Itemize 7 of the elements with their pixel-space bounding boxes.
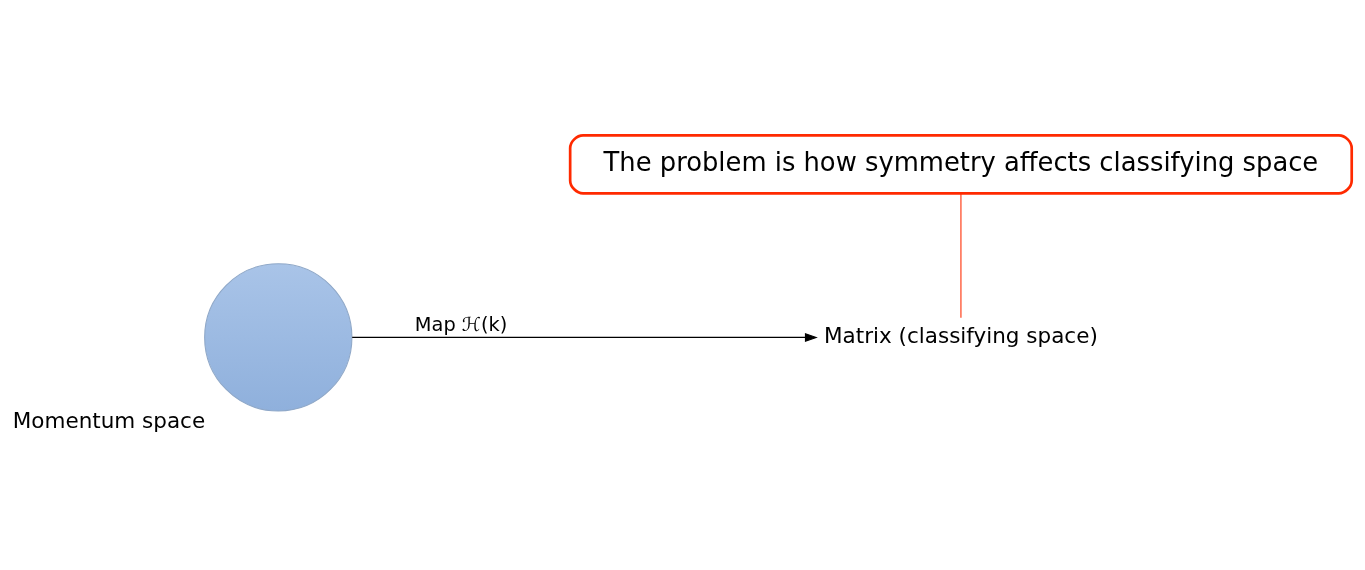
node-text: Matrix (classifying space) bbox=[824, 322, 1098, 348]
arrow bbox=[351, 332, 818, 342]
node-label: Momentum space bbox=[12, 408, 206, 434]
node-box: The problem is how symmetry affects classifying space bbox=[568, 133, 1354, 195]
edge-label: Map ℋ(k) bbox=[414, 313, 508, 337]
connector bbox=[960, 192, 962, 319]
node-circle bbox=[204, 263, 353, 412]
